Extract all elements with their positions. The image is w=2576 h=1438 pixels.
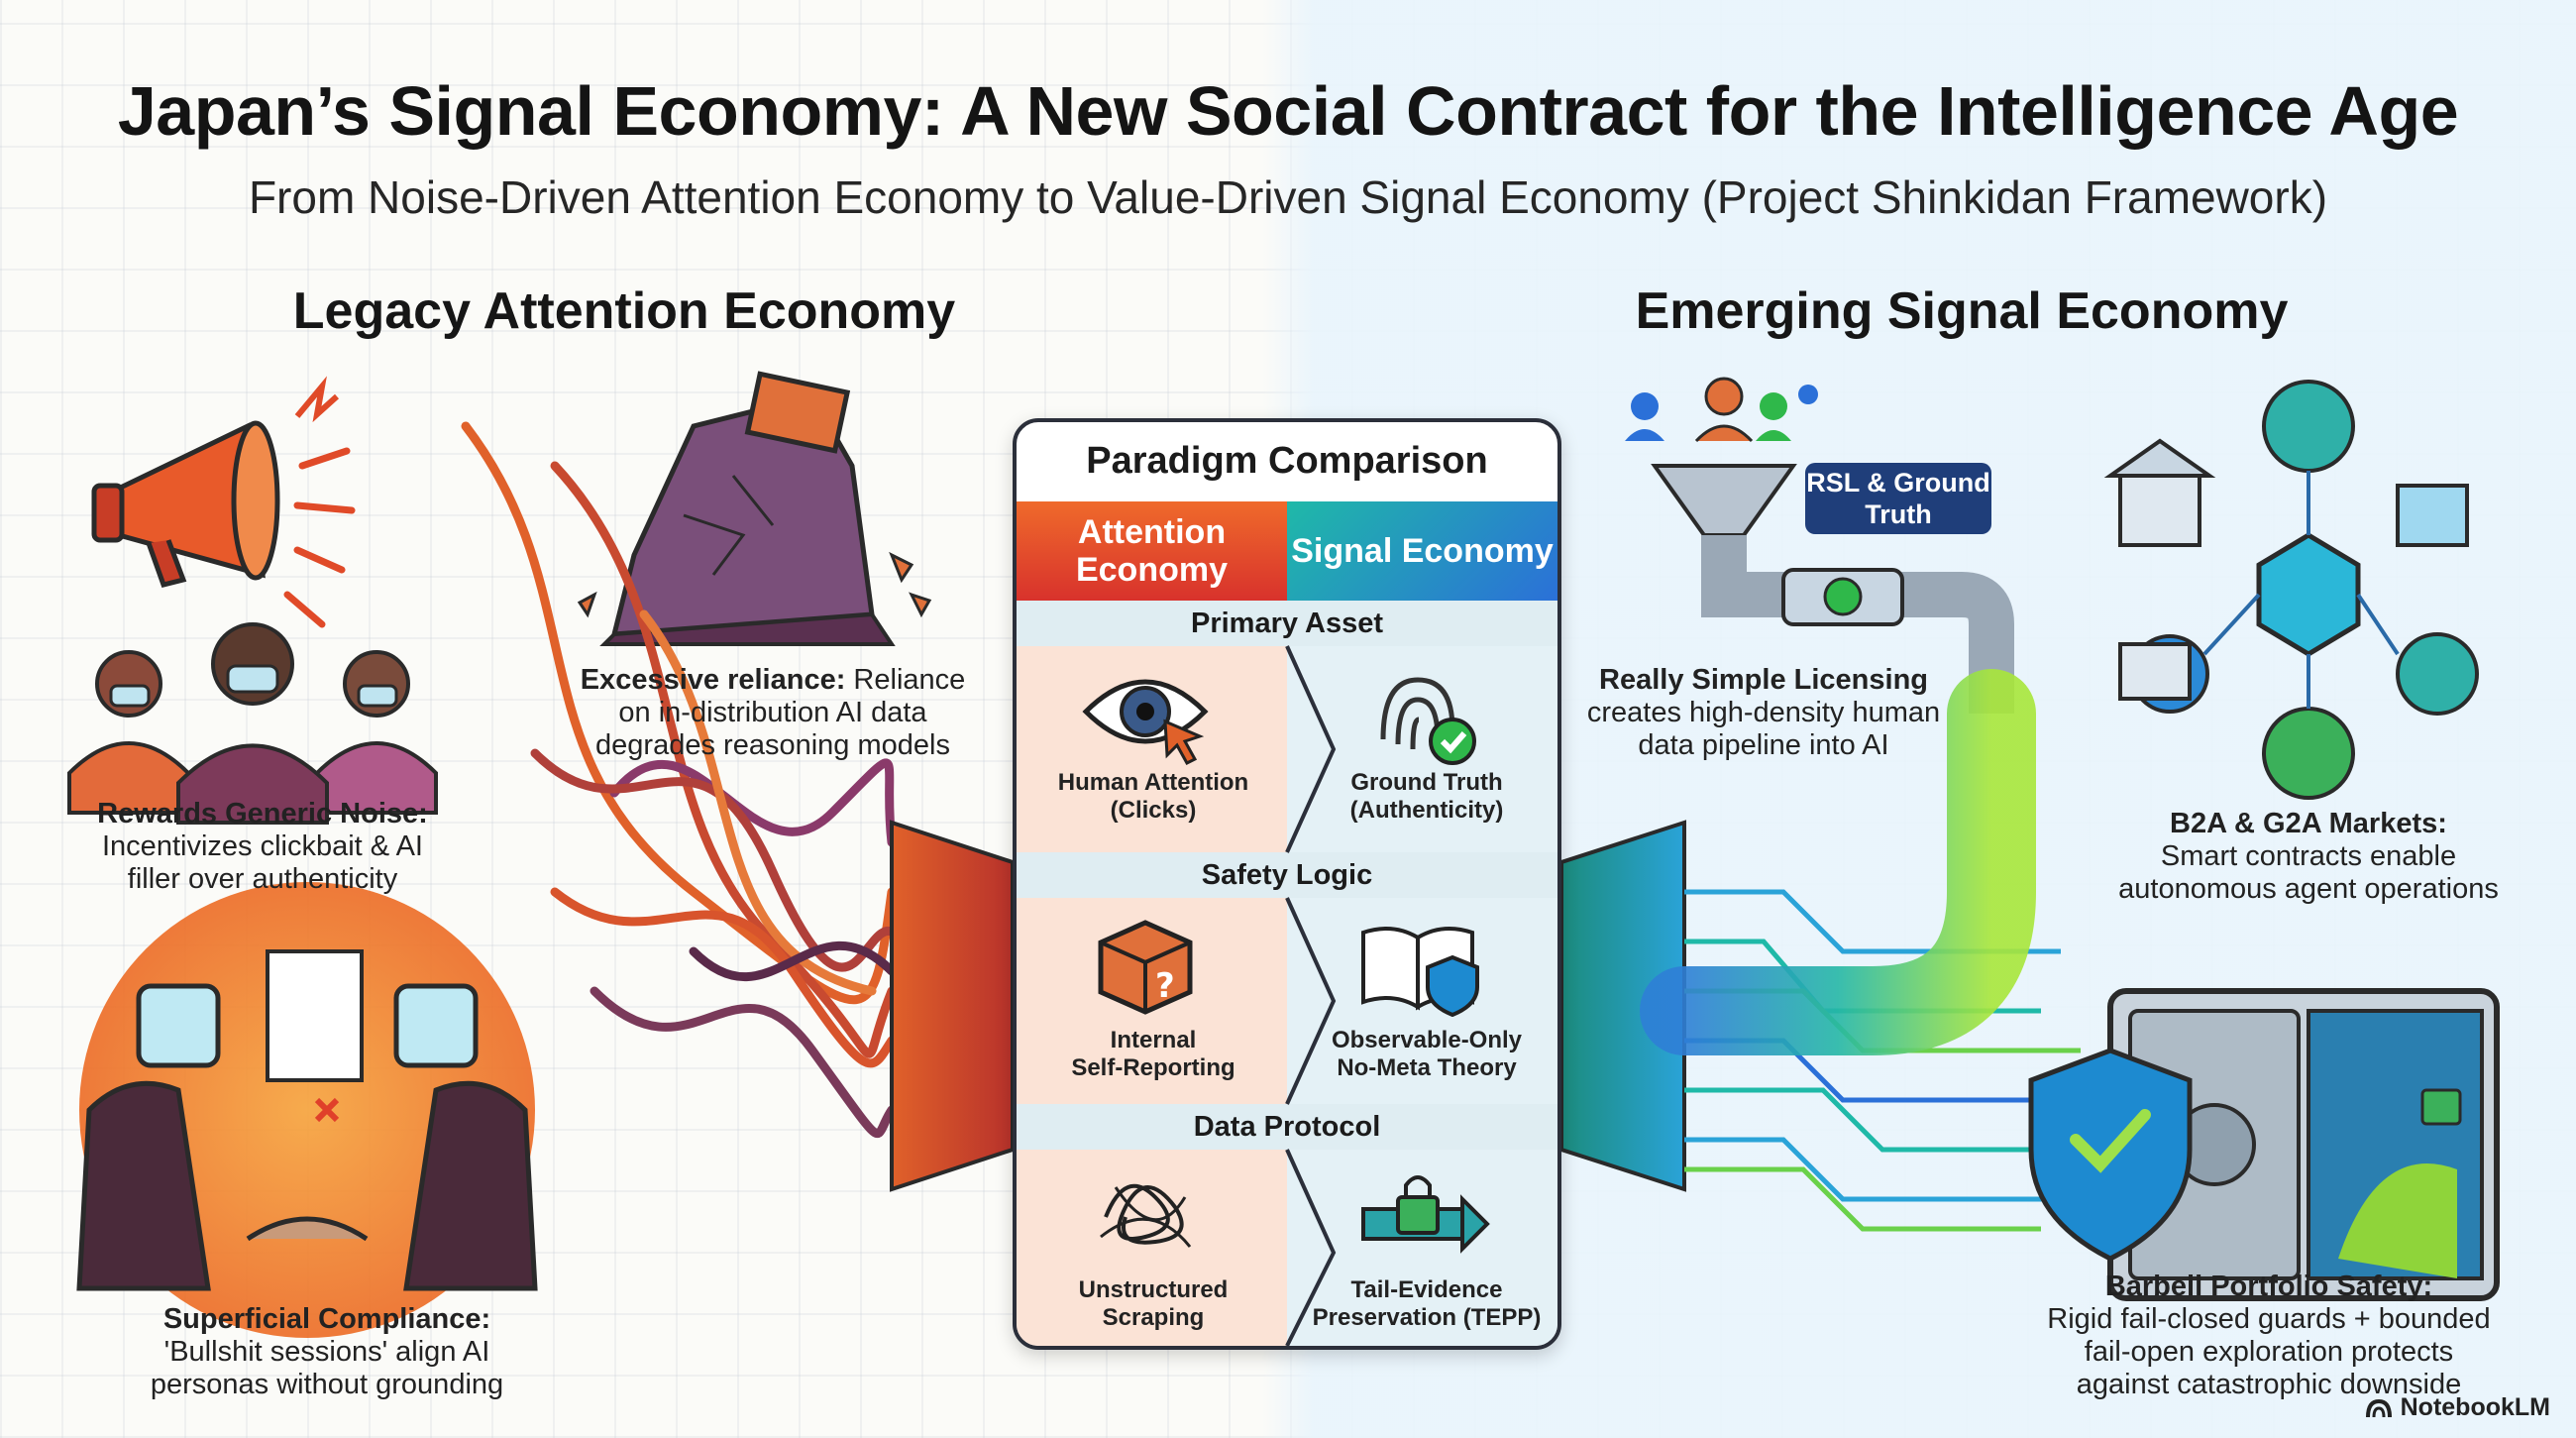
row-label-data-protocol: Data Protocol xyxy=(1017,1104,1557,1150)
caption-line: filler over authenticity xyxy=(127,863,398,895)
caption-title: B2A & G2A Markets: xyxy=(2170,808,2447,839)
fingerprint-check-icon xyxy=(1380,677,1476,765)
row-data-protocol: Unstructured Scraping Tail-Evidence Pres… xyxy=(1017,1150,1557,1346)
superficial-compliance-caption: Superficial Compliance: 'Bullshit sessio… xyxy=(99,1303,555,1401)
row-primary-asset: Human Attention (Clicks) Ground Truth (A… xyxy=(1017,646,1557,852)
handshake-icon xyxy=(76,949,538,1291)
excessive-reliance-caption: Excessive reliance: Reliance on in-distr… xyxy=(565,664,981,762)
svg-text:?: ? xyxy=(1155,966,1175,1006)
caption-line: against catastrophic downside xyxy=(2076,1369,2462,1400)
signal-section-heading: Emerging Signal Economy xyxy=(1635,282,2289,340)
caption-line: Reliance xyxy=(845,664,966,696)
caption-line: fail-open exploration protects xyxy=(2084,1336,2454,1368)
cell-text: Unstructured Scraping xyxy=(1024,1276,1282,1332)
legacy-section-heading: Legacy Attention Economy xyxy=(292,282,956,340)
cell-line: Self-Reporting xyxy=(1071,1054,1235,1081)
cell-line: Scraping xyxy=(1102,1304,1205,1331)
pipe xyxy=(1701,535,2014,714)
caption-title: Rewards Generic Noise: xyxy=(97,798,428,830)
caption-line: Incentivizes clickbait & AI xyxy=(102,830,423,862)
cell-line: Tail-Evidence xyxy=(1350,1276,1503,1303)
row-label-safety-logic: Safety Logic xyxy=(1017,852,1557,898)
left-funnel xyxy=(890,820,1015,1192)
eye-cursor-icon xyxy=(1082,679,1209,765)
attention-economy-header: Attention Economy xyxy=(1017,501,1287,601)
notebooklm-logo-icon xyxy=(2365,1398,2392,1417)
shield-check-icon xyxy=(2070,1109,2151,1173)
caption-line: 'Bullshit sessions' align AI xyxy=(163,1336,490,1368)
lock-arrow-icon xyxy=(1361,1175,1490,1254)
caption-line: autonomous agent operations xyxy=(2118,873,2499,905)
cell-line: (Authenticity) xyxy=(1349,797,1504,824)
cell-line: Human Attention xyxy=(1057,769,1249,796)
cell-text: Tail-Evidence Preservation (TEPP) xyxy=(1298,1276,1556,1332)
caption-line: data pipeline into AI xyxy=(1638,729,1889,761)
cell-line: Internal xyxy=(1110,1027,1197,1053)
cell-line: Ground Truth xyxy=(1350,769,1503,796)
caption-title: Superficial Compliance: xyxy=(162,1303,491,1335)
caption-title: Excessive reliance: xyxy=(580,664,846,696)
page-title: Japan’s Signal Economy: A New Social Con… xyxy=(117,72,2459,150)
caption-title: Barbell Portfolio Safety: xyxy=(2104,1271,2433,1302)
data-pipeline xyxy=(1640,669,2036,1055)
tangle-icon xyxy=(1100,1183,1192,1248)
cell-line: Observable-Only xyxy=(1331,1027,1523,1053)
megaphone-icon xyxy=(91,376,356,628)
tangled-lines xyxy=(461,421,897,1139)
signal-economy-header: Signal Economy xyxy=(1287,501,1557,601)
caption-line: creates high-density human xyxy=(1586,697,1941,728)
barbell-caption: Barbell Portfolio Safety: Rigid fail-clo… xyxy=(2031,1271,2507,1401)
markets-caption: B2A & G2A Markets: Smart contracts enabl… xyxy=(2100,808,2517,906)
cell-text: Ground Truth (Authenticity) xyxy=(1298,769,1556,825)
cell-line: Unstructured xyxy=(1078,1276,1229,1303)
crowd-icon xyxy=(67,622,438,825)
brand-label: NotebookLM xyxy=(2400,1393,2550,1421)
agent-network-icon xyxy=(2103,380,2479,800)
cell-text: Observable-Only No-Meta Theory xyxy=(1298,1027,1556,1082)
crumbling-wall-icon xyxy=(577,371,932,646)
caption-line: personas without grounding xyxy=(150,1369,504,1400)
page-subtitle: From Noise-Driven Attention Economy to V… xyxy=(248,171,2328,223)
caption-line: Smart contracts enable xyxy=(2160,840,2457,872)
cell-text: Internal Self-Reporting xyxy=(1024,1027,1282,1082)
caption-line: Rigid fail-closed guards + bounded xyxy=(2047,1303,2491,1335)
caption-line: degrades reasoning models xyxy=(595,729,950,761)
cell-text: Human Attention (Clicks) xyxy=(1024,769,1282,825)
row-safety-logic: ? Internal Self-Reporting Observable-Onl… xyxy=(1017,898,1557,1104)
question-box-icon: ? xyxy=(1098,920,1193,1015)
row-label-primary-asset: Primary Asset xyxy=(1017,601,1557,646)
cell-line: Preservation (TEPP) xyxy=(1312,1304,1542,1331)
chevron-separators xyxy=(1285,645,1337,1346)
book-shield-icon xyxy=(1361,927,1479,1017)
caption-title: Really Simple Licensing xyxy=(1599,664,1928,696)
row-left-cell xyxy=(1017,1150,1287,1346)
rsl-caption: Really Simple Licensing creates high-den… xyxy=(1575,664,1952,762)
cell-line: No-Meta Theory xyxy=(1337,1054,1517,1081)
intake-funnel xyxy=(1651,464,1797,537)
cell-line: (Clicks) xyxy=(1110,797,1197,824)
rewards-noise-caption: Rewards Generic Noise: Incentivizes clic… xyxy=(54,798,471,896)
notebooklm-brand: NotebookLM xyxy=(2365,1393,2550,1422)
panel-title: Paradigm Comparison xyxy=(1086,440,1488,482)
check-icon xyxy=(1823,577,1863,616)
people-icon xyxy=(1625,377,1818,443)
rsl-tag-label: RSL & Ground Truth xyxy=(1806,468,1990,529)
right-funnel xyxy=(1559,820,1686,1192)
paradigm-comparison-panel: Paradigm Comparison Attention Economy Si… xyxy=(1013,418,1561,1350)
rsl-tag: RSL & Ground Truth xyxy=(1805,463,1991,534)
caption-line: on in-distribution AI data xyxy=(618,697,927,728)
